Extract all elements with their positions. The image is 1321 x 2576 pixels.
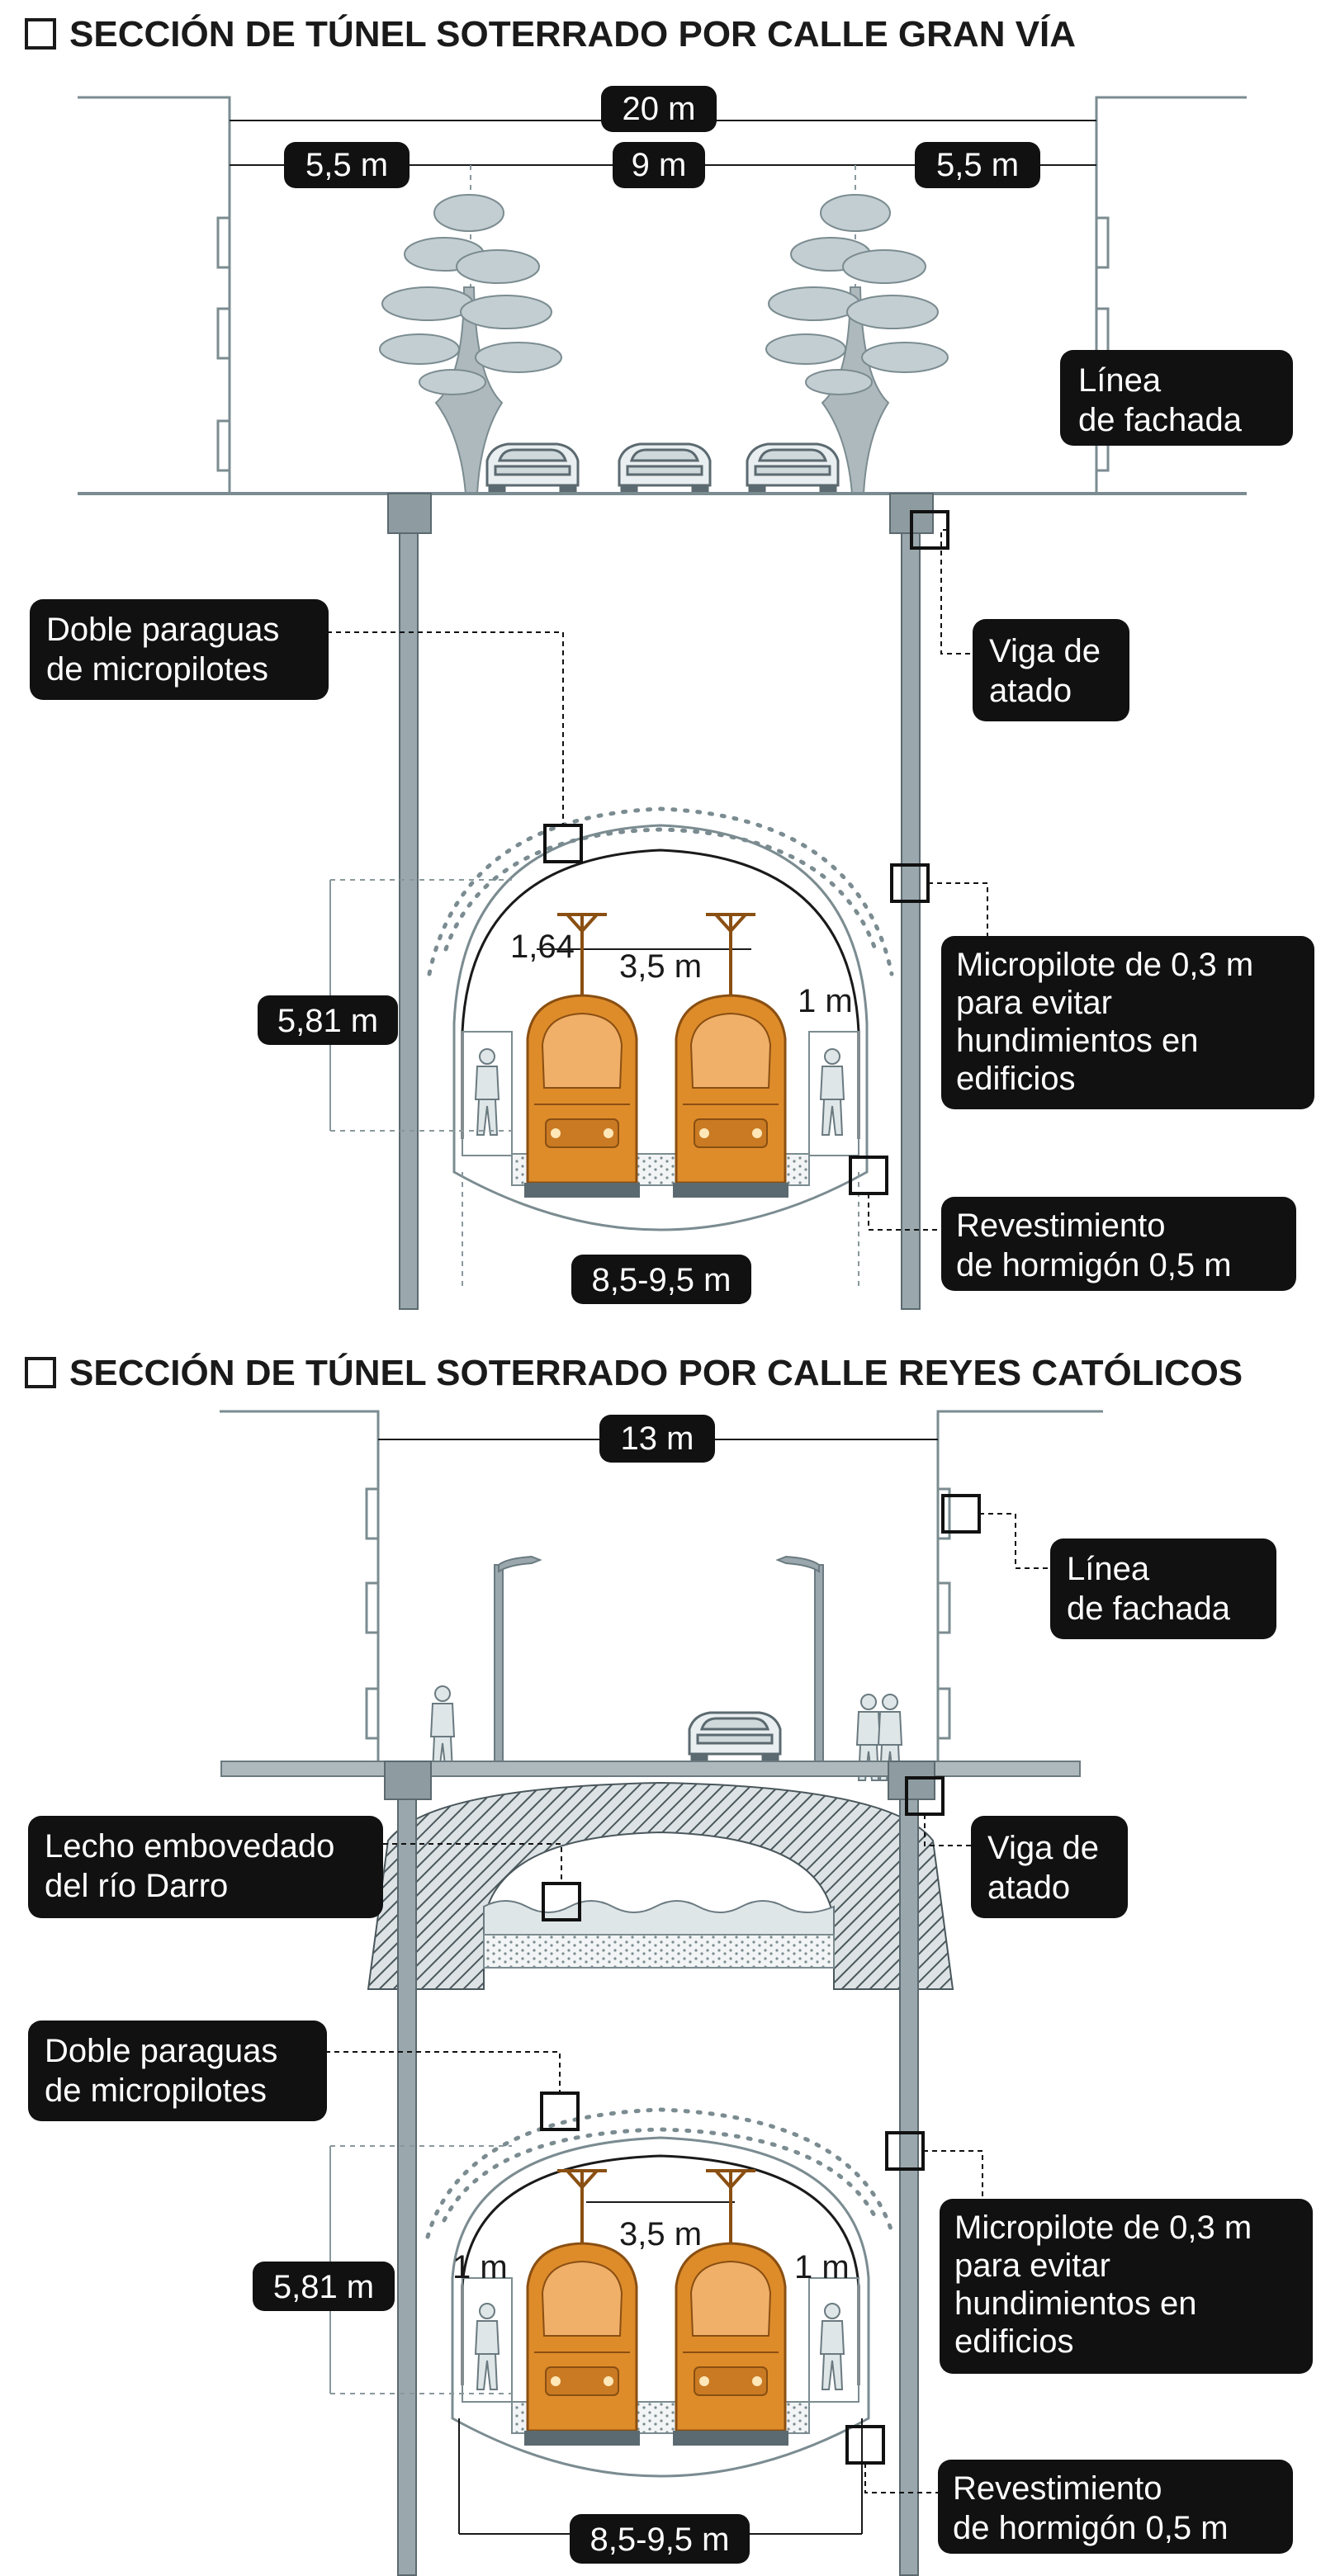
tram-left-icon <box>523 994 642 1199</box>
facade-label-pill <box>1050 1539 1276 1639</box>
section2-leaders <box>325 1513 1052 2493</box>
street-lamp-icon <box>777 1556 824 1764</box>
person-icon <box>475 1048 500 1136</box>
facade-label-2: de fachada <box>1078 402 1243 438</box>
dim-width-pill <box>571 1255 751 1304</box>
car-icon <box>618 442 712 495</box>
paraguas-label-2: de micropilotes <box>46 651 268 688</box>
dim-total: 13 m <box>621 1420 694 1457</box>
revestimiento-label-1: Revestimiento <box>956 1208 1165 1244</box>
dim-total-pill <box>601 86 717 132</box>
tram-right-icon <box>671 994 790 1199</box>
viga-atado-left <box>384 1761 432 1800</box>
viga-label-pill <box>971 1816 1128 1918</box>
micropilote-label-pill <box>940 2199 1313 2374</box>
micropilote-label-1: Micropilote de 0,3 m <box>954 2210 1252 2246</box>
dim-height: 5,81 m <box>273 2269 374 2305</box>
revestimiento-label-pill <box>938 2460 1293 2554</box>
dim-right-gap: 1 m <box>798 983 853 1019</box>
lecho-label-2: del río Darro <box>45 1868 228 1904</box>
car-icon <box>485 442 580 495</box>
section2-tunnel <box>329 2107 896 2535</box>
viga-label-pill <box>973 619 1129 721</box>
dim-sidewalk-left-pill <box>284 142 410 188</box>
section1-title-box-icon <box>25 18 56 50</box>
paraguas-label-1: Doble paraguas <box>45 2033 277 2069</box>
street-lamp-icon <box>494 1556 541 1764</box>
section2-callout-markers <box>540 1494 981 2465</box>
dim-width: 8,5-9,5 m <box>590 2522 730 2558</box>
rio-darro-vault <box>367 1781 954 1990</box>
dim-sidewalk-right-pill <box>915 142 1040 188</box>
revestimiento-label-2: de hormigón 0,5 m <box>953 2510 1229 2546</box>
dim-width: 8,5-9,5 m <box>592 1262 732 1298</box>
micropilote-label-2: para evitar <box>956 985 1112 1021</box>
section2-facades <box>220 1410 1103 1763</box>
car-icon <box>746 442 840 495</box>
facade-label-1: Línea <box>1078 362 1162 399</box>
micropilote-label-3: hundimientos en <box>956 1023 1199 1059</box>
micropilote-right <box>899 1798 919 2576</box>
dim-total: 20 m <box>623 91 696 127</box>
dim-right-gap: 1 m <box>794 2249 850 2285</box>
micropilote-left <box>397 1798 417 2576</box>
dim-total-pill <box>599 1415 715 1463</box>
section1-tunnel <box>329 806 894 1288</box>
pedestrian-icon <box>430 1685 455 1773</box>
lecho-label-1: Lecho embovedado <box>45 1828 334 1865</box>
dim-height-pill <box>258 995 398 1045</box>
paraguas-label-2: de micropilotes <box>45 2073 267 2109</box>
dim-left-gap: 1,64 <box>510 929 575 965</box>
viga-label-2: atado <box>989 673 1072 709</box>
micropilote-left <box>399 532 419 1310</box>
paraguas-label-pill <box>28 2021 327 2121</box>
tram-left-icon <box>523 2242 642 2447</box>
micropilote-right <box>901 532 921 1310</box>
dim-width-pill <box>570 2514 750 2564</box>
facade-label-pill <box>1060 350 1293 446</box>
dim-track-gap: 3,5 m <box>619 2216 702 2252</box>
dim-road: 9 m <box>632 147 687 183</box>
dim-sidewalk-right: 5,5 m <box>936 147 1019 183</box>
dim-track-gap: 3,5 m <box>619 948 702 985</box>
section2-street-slab <box>220 1761 1081 1777</box>
person-icon <box>820 1048 845 1136</box>
car-icon <box>688 1711 782 1764</box>
section1-leaders <box>327 529 988 1231</box>
dim-height-pill <box>253 2262 395 2311</box>
paraguas-label-pill <box>30 599 329 700</box>
revestimiento-label-pill <box>941 1197 1296 1291</box>
viga-label-1: Viga de <box>987 1830 1099 1866</box>
micropilote-label-pill <box>941 936 1314 1109</box>
tram-right-icon <box>671 2242 790 2447</box>
micropilote-label-3: hundimientos en <box>954 2285 1197 2322</box>
viga-label-1: Viga de <box>989 633 1101 669</box>
revestimiento-label-1: Revestimiento <box>953 2470 1162 2507</box>
dim-left-gap: 1 m <box>452 2249 508 2285</box>
lecho-label-pill <box>28 1816 383 1918</box>
dim-road-pill <box>613 142 705 188</box>
section2-title-box-icon <box>25 1357 56 1388</box>
section1-title: SECCIÓN DE TÚNEL SOTERRADO POR CALLE GRA… <box>69 13 1076 54</box>
revestimiento-label-2: de hormigón 0,5 m <box>956 1247 1232 1283</box>
viga-label-2: atado <box>987 1869 1070 1906</box>
micropilote-label-4: edificios <box>956 1061 1076 1097</box>
dim-sidewalk-left: 5,5 m <box>305 147 388 183</box>
section2-title: SECCIÓN DE TÚNEL SOTERRADO POR CALLE REY… <box>69 1352 1243 1393</box>
viga-atado-right <box>888 1761 935 1800</box>
micropilote-label-4: edificios <box>954 2323 1074 2360</box>
micropilote-label-2: para evitar <box>954 2248 1110 2284</box>
person-icon <box>820 2303 845 2390</box>
paraguas-label-1: Doble paraguas <box>46 612 279 648</box>
person-icon <box>475 2303 500 2390</box>
dim-height: 5,81 m <box>277 1003 378 1039</box>
facade-label-1: Línea <box>1067 1551 1150 1587</box>
facade-label-2: de fachada <box>1067 1591 1231 1627</box>
viga-atado-left <box>387 493 432 534</box>
micropilote-label-1: Micropilote de 0,3 m <box>956 947 1253 983</box>
